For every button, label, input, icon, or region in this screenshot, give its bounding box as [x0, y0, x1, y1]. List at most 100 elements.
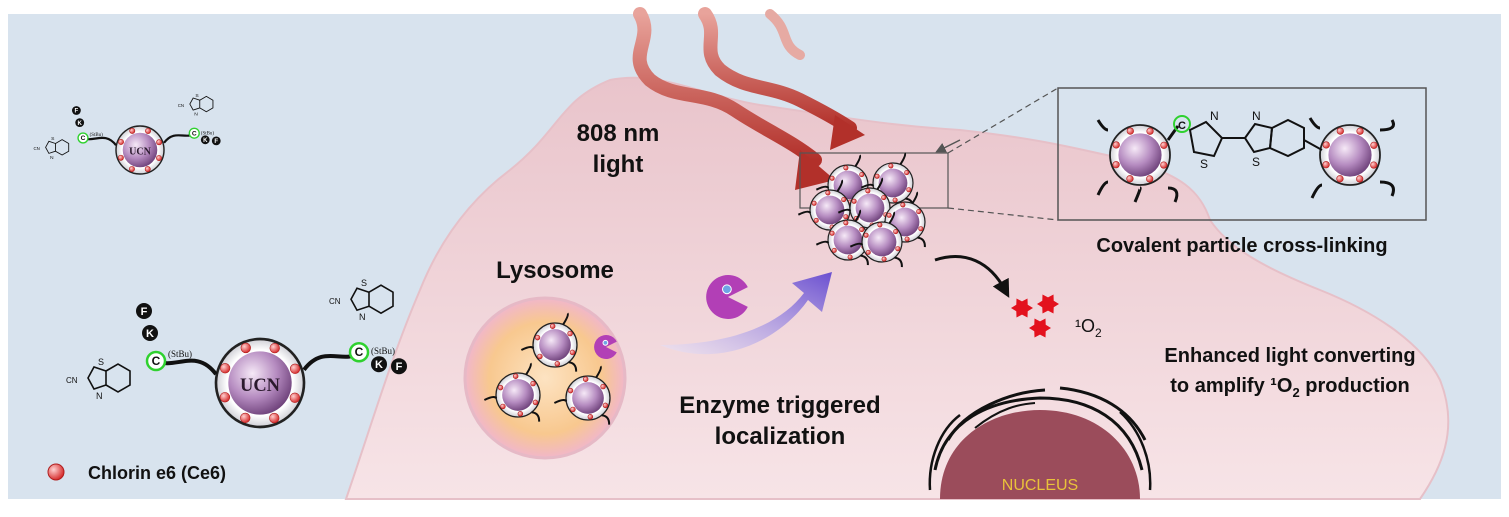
ce6-dot	[549, 323, 556, 329]
linker-tail	[1167, 186, 1179, 203]
ce6-dot	[1370, 161, 1378, 169]
svg-text:S: S	[195, 93, 199, 99]
linker-tail	[568, 361, 578, 372]
phenylalanine-f	[391, 358, 407, 375]
linker-tail	[520, 346, 535, 351]
enhanced-line1: Enhanced light converting	[1164, 345, 1415, 367]
linker-tail	[1379, 119, 1395, 132]
ce6-dot	[500, 403, 506, 410]
linker-tail	[899, 152, 907, 165]
ce6-dot	[863, 232, 869, 238]
lysosome-label: Lysosome	[496, 257, 614, 284]
linker-tail	[911, 191, 919, 204]
svg-text:F: F	[141, 306, 148, 318]
svg-text:K: K	[203, 138, 208, 144]
ce6-dot	[517, 411, 524, 417]
linker-tail	[815, 185, 830, 191]
linker-tail	[854, 209, 862, 222]
reaction-arrow	[934, 255, 1010, 298]
ce6-dot	[859, 172, 865, 178]
ce6-dot	[145, 128, 151, 134]
ce6-dot	[240, 412, 251, 423]
enhanced-line2: to amplify ¹O2 production	[1170, 375, 1409, 400]
svg-text:N: N	[96, 391, 103, 401]
ce6-dot	[813, 217, 819, 223]
singlet-oxygen-symbols	[1011, 294, 1059, 338]
ce6-dot	[843, 214, 849, 220]
ce6-dot	[886, 212, 892, 218]
linker-tail	[860, 183, 875, 189]
linker-tail	[888, 211, 896, 224]
svg-text:S: S	[1200, 157, 1208, 171]
svg-text:K: K	[78, 121, 83, 127]
linker-tail	[525, 362, 532, 376]
ce6-dot	[118, 139, 124, 145]
ce6-dot	[534, 334, 541, 341]
ce6-dot	[554, 361, 561, 367]
phenylalanine-f	[211, 136, 221, 146]
linker-tail	[876, 177, 884, 190]
svg-text:S: S	[361, 278, 367, 288]
ce6-dot	[843, 220, 849, 226]
linker-tail	[860, 254, 869, 266]
ce6-dot	[587, 414, 594, 420]
ce6-dot	[129, 127, 136, 134]
ce6-dot	[811, 200, 817, 206]
lysine-k	[142, 325, 158, 341]
ce6-dot	[904, 236, 910, 242]
svg-text:K: K	[375, 359, 383, 371]
linker-tail	[894, 256, 903, 268]
svg-text:F: F	[396, 361, 403, 373]
svg-text:C: C	[81, 135, 86, 142]
svg-text:S: S	[98, 357, 104, 367]
ce6-dot	[1370, 141, 1378, 149]
phenylalanine-f	[136, 303, 152, 319]
svg-text:K: K	[146, 328, 154, 340]
ce6-dot	[1336, 127, 1344, 135]
cluster-particle	[849, 211, 903, 268]
ce6-dot	[918, 226, 924, 232]
svg-text:(StBu): (StBu)	[201, 131, 215, 136]
ce6-dot	[240, 342, 251, 354]
svg-text:C: C	[192, 130, 197, 137]
svg-text:(StBu): (StBu)	[90, 133, 104, 138]
ce6-dot	[567, 330, 573, 337]
enzyme-icon	[594, 335, 617, 359]
inset-particle-right	[1319, 124, 1381, 186]
ce6-dot	[895, 246, 901, 252]
ce6-dot	[829, 230, 835, 236]
linker-tail	[1308, 117, 1321, 130]
crosslink-inset	[1057, 87, 1427, 221]
ce6-dot	[600, 383, 606, 390]
linker-tail	[797, 210, 812, 216]
linker-tail	[531, 411, 541, 422]
ce6-dot	[847, 254, 853, 260]
ce6-dot	[156, 155, 162, 161]
linker-tail	[562, 312, 569, 326]
ce6-dot	[1322, 141, 1330, 149]
ce6-dot	[904, 170, 910, 176]
ce6-dot	[865, 249, 871, 255]
linker-tail	[1096, 119, 1109, 132]
phenylalanine-f	[72, 106, 81, 115]
cluster-particle	[815, 209, 869, 266]
ce6-dot	[512, 373, 519, 379]
linker-tail	[917, 236, 926, 248]
ce6-dot	[888, 163, 894, 169]
ce6-dot	[569, 349, 576, 356]
ce6-legend: Chlorin e6 (Ce6)	[47, 463, 226, 483]
crosslink-caption: Covalent particle cross-linking	[1096, 235, 1387, 257]
cluster-particle	[860, 152, 914, 209]
light-rays: 808 nm light	[577, 7, 865, 190]
ce6-dot	[916, 209, 922, 215]
svg-text:CN: CN	[329, 297, 341, 306]
ce6-dot	[1336, 175, 1344, 183]
svg-text:C: C	[355, 345, 364, 359]
linker-tail	[483, 396, 498, 401]
linker-tail	[1379, 180, 1395, 197]
ce6-dot	[144, 166, 151, 173]
ce6-dot	[900, 202, 906, 208]
ce6-dot	[893, 229, 899, 235]
ucn-label: UCN	[129, 146, 152, 157]
